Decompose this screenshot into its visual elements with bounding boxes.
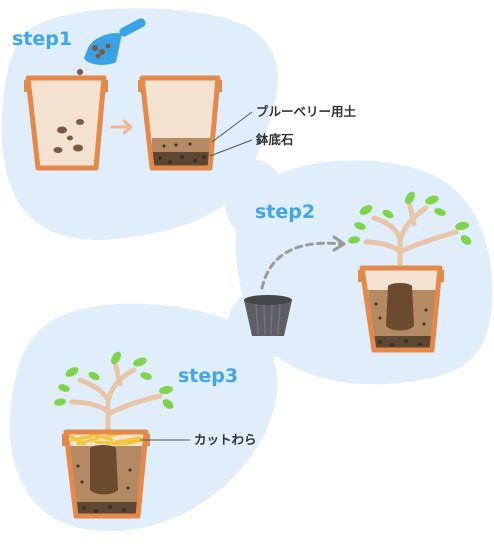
bubble-step1 [1,8,278,240]
callout-stones-label: 鉢底石 [256,132,294,147]
callout-straw: カットわら [140,432,257,447]
step2-label: step2 [255,201,315,223]
scoop-icon [84,18,146,65]
step1-label: step1 [12,28,72,50]
dashed-arrow-icon [260,235,346,290]
step3-label: step3 [178,365,238,387]
callout-soil-label: ブルーベリー用土 [256,104,357,119]
callout-soil: ブルーベリー用土 [211,104,357,143]
callout-stones: 鉢底石 [209,132,294,157]
pot-empty [24,75,108,171]
pot-step3 [62,429,150,519]
pot-step2 [358,265,444,353]
nursery-pot-icon [244,295,292,336]
callout-straw-label: カットわら [194,432,257,447]
blueberry-plant-step2 [348,191,472,293]
bubble-connector-1 [225,160,285,240]
blueberry-plant-step3 [54,351,174,453]
pot-with-stones [138,75,222,171]
right-arrow-icon [110,119,133,135]
